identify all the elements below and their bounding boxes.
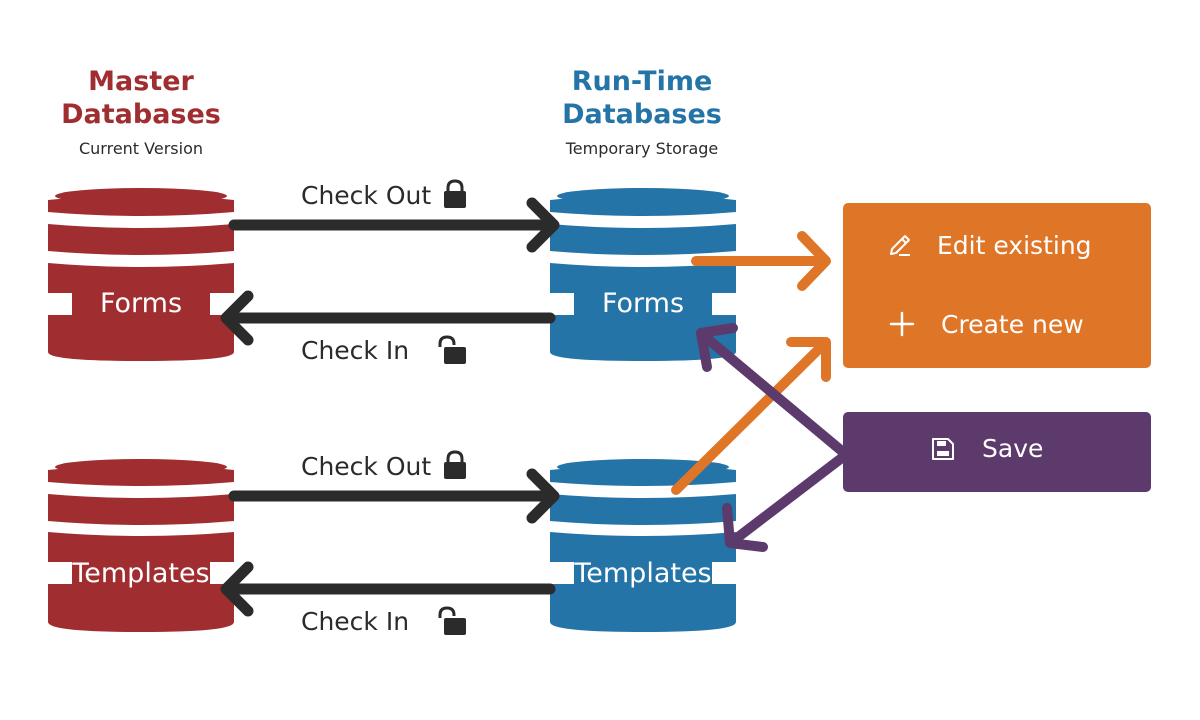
runtime-subtitle: Temporary Storage [565,139,719,158]
unlock-icon [438,606,466,635]
forms-check-out-arrow [228,197,560,253]
runtime-forms-label: Forms [602,288,684,319]
templates-check-out-arrow [228,468,560,524]
runtime-templates-label: Templates [573,558,711,589]
master-templates-label: Templates [71,558,209,589]
save-box [843,412,1151,492]
templates-check-in-arrow [220,561,556,617]
create-new-button[interactable]: Create new [889,310,1084,339]
floppy-disk-icon [932,438,954,460]
runtime-title-line2: Databases [562,99,722,130]
save-to-forms-arrow [696,323,848,457]
edit-create-action-box [843,203,1151,368]
save-to-templates-arrow [722,452,848,552]
edit-existing-label: Edit existing [937,231,1092,260]
runtime-title-line1: Run-Time [572,66,713,97]
master-title-line2: Databases [61,99,221,130]
create-new-label: Create new [941,310,1084,339]
plus-icon [889,311,915,337]
forms-check-in-label: Check In [301,336,409,365]
edit-existing-button[interactable]: Edit existing [890,231,1092,260]
lock-icon [444,179,466,208]
forms-check-in-arrow [220,290,556,346]
save-button[interactable]: Save [843,412,1151,492]
save-label: Save [982,434,1043,463]
runtime-templates-database-icon: Templates [550,459,736,632]
lock-icon [444,450,466,479]
master-templates-database-icon: Templates [48,459,234,632]
runtime-heading: Run-Time Databases Temporary Storage [562,66,722,158]
master-heading: Master Databases Current Version [61,66,221,158]
templates-to-actions-arrow [671,337,831,495]
master-title-line1: Master [88,66,194,97]
templates-check-in-label: Check In [301,607,409,636]
master-forms-database-icon: Forms [48,188,234,361]
templates-check-out-label: Check Out [301,452,431,481]
master-subtitle: Current Version [79,139,203,158]
master-forms-label: Forms [100,288,182,319]
forms-to-actions-arrow [691,231,831,291]
pencil-icon [890,235,910,256]
unlock-icon [438,335,466,364]
runtime-forms-database-icon: Forms [550,188,736,361]
forms-check-out-label: Check Out [301,181,431,210]
